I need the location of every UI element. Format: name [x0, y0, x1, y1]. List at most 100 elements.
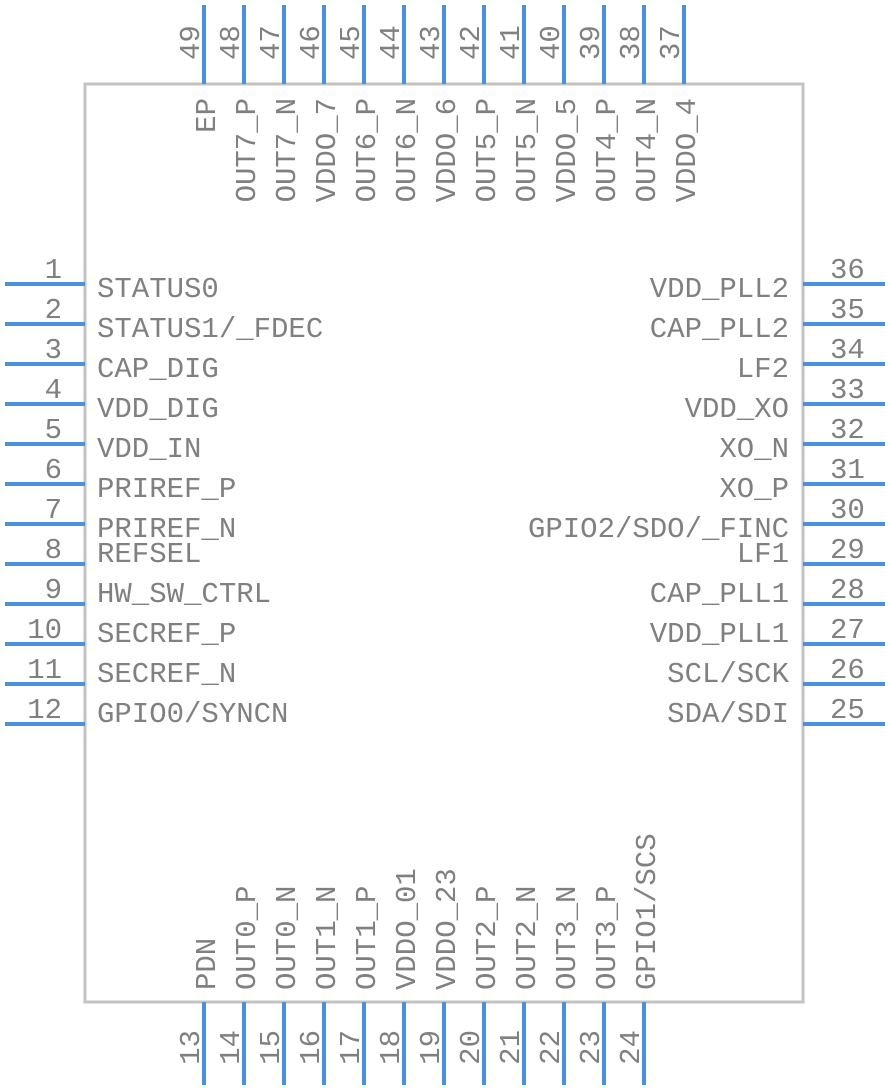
pin-number-47: 47 — [255, 25, 288, 60]
pin-number-26: 26 — [830, 654, 865, 687]
pin-number-43: 43 — [415, 25, 448, 60]
pin-number-46: 46 — [295, 25, 328, 60]
pin-number-45: 45 — [335, 25, 368, 60]
pin-name-21: OUT2_N — [511, 886, 544, 990]
pin-name-31: XO_P — [719, 473, 789, 506]
pin-number-20: 20 — [455, 1030, 488, 1065]
pin-name-45: OUT6_P — [351, 98, 384, 202]
pin-number-6: 6 — [45, 454, 62, 487]
pin-name-46: VDDO_7 — [311, 98, 344, 202]
pin-name-48: OUT7_P — [231, 98, 264, 202]
pin-number-39: 39 — [575, 25, 608, 60]
pin-number-40: 40 — [535, 25, 568, 60]
pin-name-2: STATUS1/_FDEC — [97, 313, 323, 346]
pin-name-37: VDDO_4 — [671, 98, 704, 202]
pin-number-14: 14 — [215, 1030, 248, 1065]
pin-name-15: OUT0_N — [271, 886, 304, 990]
pin-name-36: VDD_PLL2 — [650, 273, 789, 306]
pin-number-1: 1 — [45, 254, 62, 287]
pin-name-35: CAP_PLL2 — [650, 313, 789, 346]
pin-number-44: 44 — [375, 25, 408, 60]
pin-name-32: XO_N — [719, 433, 789, 466]
pin-name-9: HW_SW_CTRL — [97, 578, 271, 611]
pin-name-7: PRIREF_N — [97, 513, 236, 546]
pin-name-29: LF1 — [737, 538, 789, 571]
pin-name-40: VDDO_5 — [551, 98, 584, 202]
pin-name-11: SECREF_N — [97, 658, 236, 691]
pin-number-17: 17 — [335, 1030, 368, 1065]
pin-name-42: OUT5_P — [471, 98, 504, 202]
pin-number-18: 18 — [375, 1030, 408, 1065]
pin-number-12: 12 — [27, 694, 62, 727]
pin-number-42: 42 — [455, 25, 488, 60]
pin-name-20: OUT2_P — [471, 886, 504, 990]
pin-number-5: 5 — [45, 414, 62, 447]
pin-number-3: 3 — [45, 334, 62, 367]
pin-number-41: 41 — [495, 25, 528, 60]
pin-number-48: 48 — [215, 25, 248, 60]
pin-number-2: 2 — [45, 294, 62, 327]
pin-name-47: OUT7_N — [271, 98, 304, 202]
pin-name-19: VDDO_23 — [431, 868, 464, 990]
pin-name-22: OUT3_N — [551, 886, 584, 990]
pin-number-24: 24 — [615, 1030, 648, 1065]
pin-name-3: CAP_DIG — [97, 353, 219, 386]
pin-name-8: REFSEL — [97, 538, 201, 571]
pin-number-27: 27 — [830, 614, 865, 647]
pins-layer: 1STATUS02STATUS1/_FDEC3CAP_DIG4VDD_DIG5V… — [5, 5, 885, 1085]
pin-number-34: 34 — [830, 334, 865, 367]
pin-number-23: 23 — [575, 1030, 608, 1065]
pin-number-31: 31 — [830, 454, 865, 487]
pin-name-23: OUT3_P — [591, 886, 624, 990]
pin-number-10: 10 — [27, 614, 62, 647]
pin-name-38: OUT4_N — [631, 98, 664, 202]
pin-name-28: CAP_PLL1 — [650, 578, 789, 611]
pin-number-7: 7 — [45, 494, 62, 527]
pin-name-44: OUT6_N — [391, 98, 424, 202]
pin-name-13: PDN — [191, 938, 224, 990]
pin-name-4: VDD_DIG — [97, 393, 219, 426]
pin-number-30: 30 — [830, 494, 865, 527]
pin-name-41: OUT5_N — [511, 98, 544, 202]
pin-name-27: VDD_PLL1 — [650, 618, 789, 651]
pin-name-39: OUT4_P — [591, 98, 624, 202]
pin-number-32: 32 — [830, 414, 865, 447]
pin-number-37: 37 — [655, 25, 688, 60]
pin-name-34: LF2 — [737, 353, 789, 386]
pin-number-4: 4 — [45, 374, 62, 407]
pin-number-25: 25 — [830, 694, 865, 727]
pin-name-24: GPIO1/SCS — [631, 833, 664, 990]
pin-name-16: OUT1_N — [311, 886, 344, 990]
pin-number-19: 19 — [415, 1030, 448, 1065]
pin-name-26: SCL/SCK — [667, 658, 789, 691]
pin-name-17: OUT1_P — [351, 886, 384, 990]
pin-number-28: 28 — [830, 574, 865, 607]
pin-number-21: 21 — [495, 1030, 528, 1065]
pin-name-30: GPIO2/SDO/_FINC — [528, 513, 789, 546]
pin-number-36: 36 — [830, 254, 865, 287]
pin-name-18: VDDO_01 — [391, 868, 424, 990]
pin-name-49: EP — [191, 98, 224, 133]
pin-number-13: 13 — [175, 1030, 208, 1065]
pin-name-14: OUT0_P — [231, 886, 264, 990]
pin-number-16: 16 — [295, 1030, 328, 1065]
pin-number-29: 29 — [830, 534, 865, 567]
pin-number-8: 8 — [45, 534, 62, 567]
pin-name-33: VDD_XO — [685, 393, 789, 426]
pin-number-9: 9 — [45, 574, 62, 607]
pin-name-43: VDDO_6 — [431, 98, 464, 202]
pin-name-1: STATUS0 — [97, 273, 219, 306]
pin-name-25: SDA/SDI — [667, 698, 789, 731]
pin-number-49: 49 — [175, 25, 208, 60]
pin-number-11: 11 — [27, 654, 62, 687]
pin-name-12: GPIO0/SYNCN — [97, 698, 288, 731]
pin-number-33: 33 — [830, 374, 865, 407]
pin-name-6: PRIREF_P — [97, 473, 236, 506]
pin-number-15: 15 — [255, 1030, 288, 1065]
pin-name-5: VDD_IN — [97, 433, 201, 466]
pin-number-35: 35 — [830, 294, 865, 327]
pin-number-22: 22 — [535, 1030, 568, 1065]
pin-number-38: 38 — [615, 25, 648, 60]
